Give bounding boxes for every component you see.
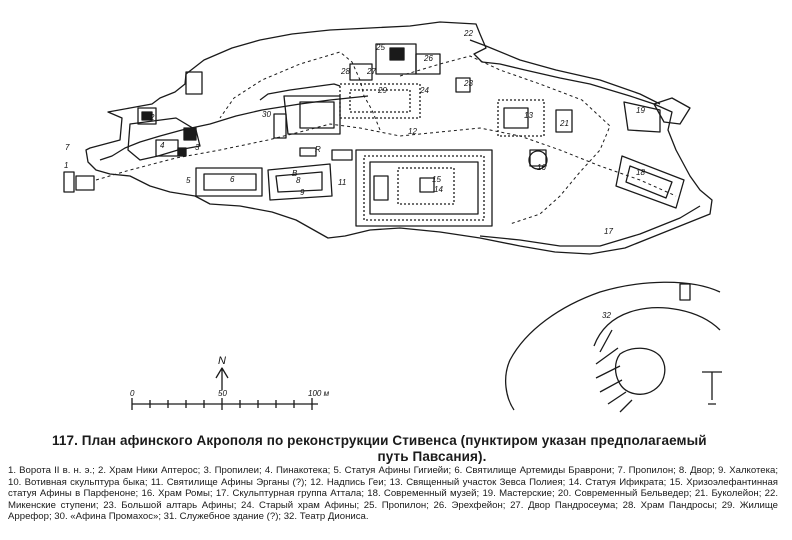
plan-label-3: 3 (195, 143, 200, 152)
caption-line-2: путь Павсания). (377, 449, 487, 464)
nike-temple (137, 107, 157, 125)
roma-temple (528, 150, 548, 170)
north-arrow (215, 367, 229, 390)
plan-label-30: 30 (262, 110, 271, 119)
plan-label-14: 14 (434, 185, 443, 194)
plan-label-2: 2 (149, 113, 155, 122)
dionysos-theatre (504, 281, 721, 411)
museum (615, 155, 685, 209)
plan-label-17: 17 (604, 227, 613, 236)
figure-legend: 1. Ворота II в. н. э.; 2. Храм Ники Апте… (8, 465, 778, 522)
plan-label-7: 7 (65, 143, 70, 152)
plan-label-22: 22 (463, 29, 473, 38)
scale-label: 100 м (308, 389, 330, 398)
plan-label-R: R (315, 145, 321, 154)
acropolis-inner-wall (99, 95, 369, 161)
plan-label-24: 24 (419, 86, 429, 95)
north-label: N (218, 355, 226, 367)
plan-label-23: 23 (463, 79, 473, 88)
plan-label-27: 27 (366, 67, 376, 76)
plan-label-25: 25 (375, 43, 385, 52)
caption-line-1: 117. План афинского Акрополя по реконстр… (52, 433, 707, 448)
gate-1 (75, 175, 95, 191)
plan-label-18: 18 (636, 168, 645, 177)
plan-label-13: 13 (524, 111, 533, 120)
plan-label-28: 28 (340, 67, 350, 76)
plan-label-12: 12 (408, 127, 417, 136)
scale-label: 0 (130, 389, 135, 398)
brauronion (195, 167, 263, 197)
plan-label-21: 21 (559, 119, 569, 128)
plan-label-19: 19 (636, 106, 645, 115)
great-altar (455, 77, 471, 93)
workshops (623, 101, 661, 133)
plan-label-1: 1 (64, 161, 68, 170)
pausanias-route (95, 51, 677, 225)
plan-label-29: 29 (377, 86, 387, 95)
scale-label: 50 (218, 389, 227, 398)
chalkotheke (267, 163, 333, 201)
bouleuterion (555, 109, 573, 133)
plan-label-32: 32 (602, 311, 611, 320)
plan-label-5: 5 (186, 176, 191, 185)
figure-caption: 117. План афинского Акрополя по реконстр… (52, 433, 752, 465)
plan-label-9: 9 (300, 188, 305, 197)
plan-label-B: B (292, 169, 298, 178)
plan-label-4: 4 (160, 141, 165, 150)
scale-bar (131, 398, 318, 410)
plan-label-26: 26 (423, 54, 433, 63)
zeus-sanctuary (497, 99, 545, 137)
parthenon (363, 155, 485, 221)
plan-label-6: 6 (230, 175, 235, 184)
plan-label-11: 11 (338, 178, 346, 187)
plan-label-16: 16 (537, 163, 546, 172)
plan-label-8: 8 (296, 176, 301, 185)
plan-label-15: 15 (432, 175, 441, 184)
parthenon-outer (355, 149, 493, 227)
